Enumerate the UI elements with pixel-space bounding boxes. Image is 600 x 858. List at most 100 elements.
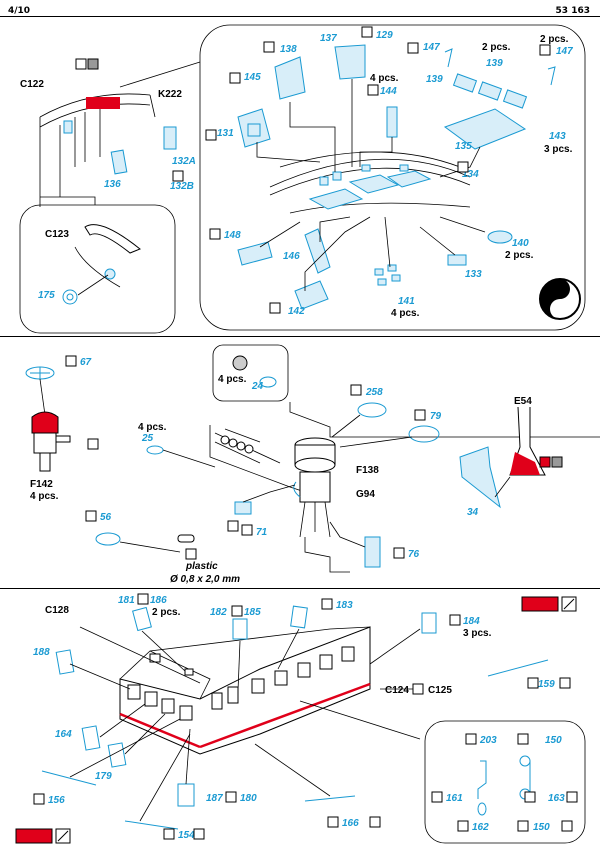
- etch-part-138: [274, 56, 306, 100]
- label-g94: G94: [356, 489, 375, 500]
- etch-part-156: [41, 770, 97, 786]
- label-139a: 139: [426, 74, 443, 85]
- product-code: 53 163: [555, 6, 590, 16]
- etch-part-71: [234, 501, 252, 515]
- label-166: 166: [342, 818, 359, 829]
- label-24: 24: [251, 381, 264, 392]
- fold-check-icon: [33, 677, 539, 840]
- paint-dark-icon: [75, 26, 469, 182]
- label-156: 156: [48, 795, 65, 806]
- label-4pcs-d: 4 pcs.: [218, 374, 247, 385]
- c123-detail-frame: [19, 204, 176, 334]
- label-76: 76: [408, 549, 420, 560]
- label-2pcs-b: 2 pcs.: [540, 34, 569, 45]
- etch-part-154: [124, 820, 179, 830]
- label-plastic-dim: Ø 0,8 x 2,0 mm: [170, 574, 240, 585]
- label-c122: C122: [20, 79, 44, 90]
- label-146: 146: [283, 251, 300, 262]
- etch-part-140: [487, 230, 513, 244]
- label-150a: 150: [545, 735, 562, 746]
- etch-part-144: [386, 106, 398, 138]
- label-71: 71: [256, 527, 268, 538]
- label-147b: 147: [556, 46, 573, 57]
- etch-part-162: [477, 802, 487, 816]
- label-147a: 147: [423, 42, 440, 53]
- etch-part-136: [110, 149, 128, 175]
- label-184: 184: [463, 616, 480, 627]
- etch-part-258: [357, 402, 387, 418]
- label-67: 67: [80, 357, 92, 368]
- small-parts-inset-frame: [424, 720, 586, 844]
- etch-part-132: [163, 126, 177, 150]
- label-162: 162: [472, 822, 489, 833]
- etch-part-56: [95, 532, 121, 546]
- label-148: 148: [224, 230, 241, 241]
- etch-part-188: [55, 649, 75, 675]
- etch-part-147a: [444, 48, 453, 68]
- label-plastic: plastic: [185, 561, 218, 572]
- etch-part-203-161: [477, 760, 487, 799]
- label-154: 154: [178, 830, 195, 841]
- paint-dark-icon: [137, 593, 578, 840]
- etch-part-159: [487, 659, 549, 677]
- label-185: 185: [244, 607, 261, 618]
- label-141: 141: [398, 296, 415, 307]
- label-56: 56: [100, 512, 112, 523]
- etch-deck-b: [348, 174, 400, 194]
- red-paint-swatch: [521, 596, 559, 612]
- red-paint-swatch-2: [15, 828, 53, 844]
- etch-part-143: [443, 108, 527, 150]
- label-132a: 132A: [172, 156, 196, 167]
- label-180: 180: [240, 793, 257, 804]
- etch-part-182-185: [232, 618, 248, 640]
- label-258: 258: [365, 387, 383, 398]
- plastic-rod: [177, 534, 195, 543]
- etch-part-166: [304, 795, 356, 802]
- label-164: 164: [55, 729, 72, 740]
- label-131: 131: [217, 128, 234, 139]
- label-4pcs-e: 4 pcs.: [138, 422, 167, 433]
- label-133: 133: [465, 269, 482, 280]
- label-203: 203: [479, 735, 497, 746]
- etch-part-181-186: [132, 606, 152, 632]
- label-2pcs-d: 2 pcs.: [152, 607, 181, 618]
- label-2pcs-c: 2 pcs.: [505, 250, 534, 261]
- label-187: 187: [206, 793, 223, 804]
- label-34: 34: [467, 507, 479, 518]
- label-e54: E54: [514, 396, 532, 407]
- label-2pcs-a: 2 pcs.: [482, 42, 511, 53]
- label-k222: K222: [158, 89, 182, 100]
- label-150b: 150: [533, 822, 550, 833]
- etch-deck-c: [386, 170, 432, 188]
- etch-part-175: [62, 289, 78, 305]
- label-c128: C128: [45, 605, 69, 616]
- label-136: 136: [104, 179, 121, 190]
- etch-part-146: [304, 228, 331, 274]
- label-186: 186: [150, 595, 167, 606]
- label-f142: F142: [30, 479, 53, 490]
- etch-part-137-129: [334, 44, 366, 80]
- panel-bridge-top: C122 K222 136 132A 132B C123 175 138 137…: [0, 16, 600, 337]
- paint-dark-icon: [85, 384, 563, 560]
- etch-part-133: [447, 254, 467, 266]
- label-140: 140: [512, 238, 529, 249]
- fold-check-icon: [65, 355, 405, 559]
- panel3-drawing: C128 181 186 2 pcs. 182 185 183 184 3 pc…: [15, 593, 586, 844]
- label-161: 161: [446, 793, 463, 804]
- label-163: 163: [548, 793, 565, 804]
- label-139b: 139: [486, 58, 503, 69]
- label-135: 135: [455, 141, 472, 152]
- etch-part-147b: [547, 66, 556, 86]
- etch-part-179: [107, 742, 127, 768]
- label-c124: C124: [385, 685, 409, 696]
- panel-deck-equipment: 67 F142 4 pcs. 4 pcs. 24 258 79 E54 4 pc…: [0, 336, 600, 589]
- etch-part-142: [294, 280, 329, 310]
- label-3pcs-b: 3 pcs.: [463, 628, 492, 639]
- fold-check-icon: [205, 41, 551, 314]
- label-4pcs-b: 4 pcs.: [391, 308, 420, 319]
- label-159: 159: [538, 679, 555, 690]
- label-143: 143: [549, 131, 566, 142]
- etch-part-24: [259, 376, 277, 388]
- etch-part-25: [146, 445, 164, 455]
